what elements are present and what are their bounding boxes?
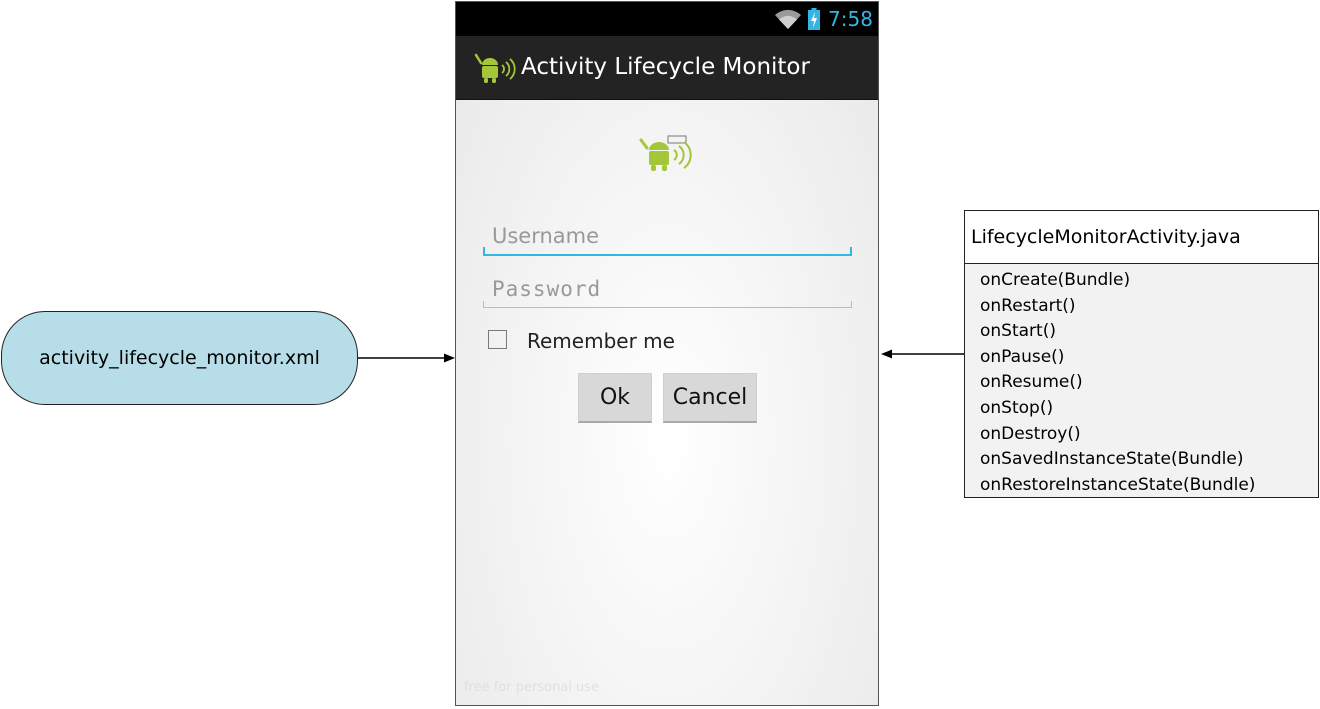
wifi-icon xyxy=(775,9,801,29)
xml-layout-node: activity_lifecycle_monitor.xml xyxy=(1,311,358,405)
username-input[interactable] xyxy=(483,218,852,254)
method-item: onRestart() xyxy=(980,295,1076,316)
remember-me-label[interactable]: Remember me xyxy=(527,329,675,353)
method-item: onStop() xyxy=(980,397,1054,418)
action-bar: Activity Lifecycle Monitor xyxy=(456,36,878,100)
method-list: onCreate(Bundle) onRestart() onStart() o… xyxy=(965,264,1318,498)
arrow-java-to-phone xyxy=(881,349,964,359)
method-item: onResume() xyxy=(980,372,1083,393)
java-class-box: LifecycleMonitorActivity.java onCreate(B… xyxy=(964,210,1319,498)
method-item: onDestroy() xyxy=(980,423,1081,444)
method-item: onSavedInstanceState(Bundle) xyxy=(980,449,1244,470)
class-title: LifecycleMonitorActivity.java xyxy=(965,211,1318,264)
password-field[interactable] xyxy=(483,271,852,308)
ok-button[interactable]: Ok xyxy=(578,373,652,423)
status-time: 7:58 xyxy=(828,7,873,31)
arrow-xml-to-phone xyxy=(358,353,455,363)
method-item: onPause() xyxy=(980,346,1065,367)
cancel-button[interactable]: Cancel xyxy=(663,373,757,423)
username-field[interactable] xyxy=(483,218,852,256)
watermark: free for personal use xyxy=(464,680,600,695)
phone-screen: 7:58 Activity Lifecycle Monitor Remembe xyxy=(455,1,879,706)
battery-icon xyxy=(808,8,820,30)
status-bar: 7:58 xyxy=(456,2,878,36)
password-input[interactable] xyxy=(483,271,852,307)
method-item: onStart() xyxy=(980,321,1056,342)
app-title: Activity Lifecycle Monitor xyxy=(521,54,810,80)
app-logo-center-icon xyxy=(639,135,692,171)
method-item: onCreate(Bundle) xyxy=(980,270,1131,290)
method-item: onRestoreInstanceState(Bundle) xyxy=(980,474,1256,495)
app-logo-icon xyxy=(474,53,516,83)
xml-layout-label: activity_lifecycle_monitor.xml xyxy=(39,347,320,369)
remember-me-checkbox[interactable] xyxy=(488,330,507,349)
